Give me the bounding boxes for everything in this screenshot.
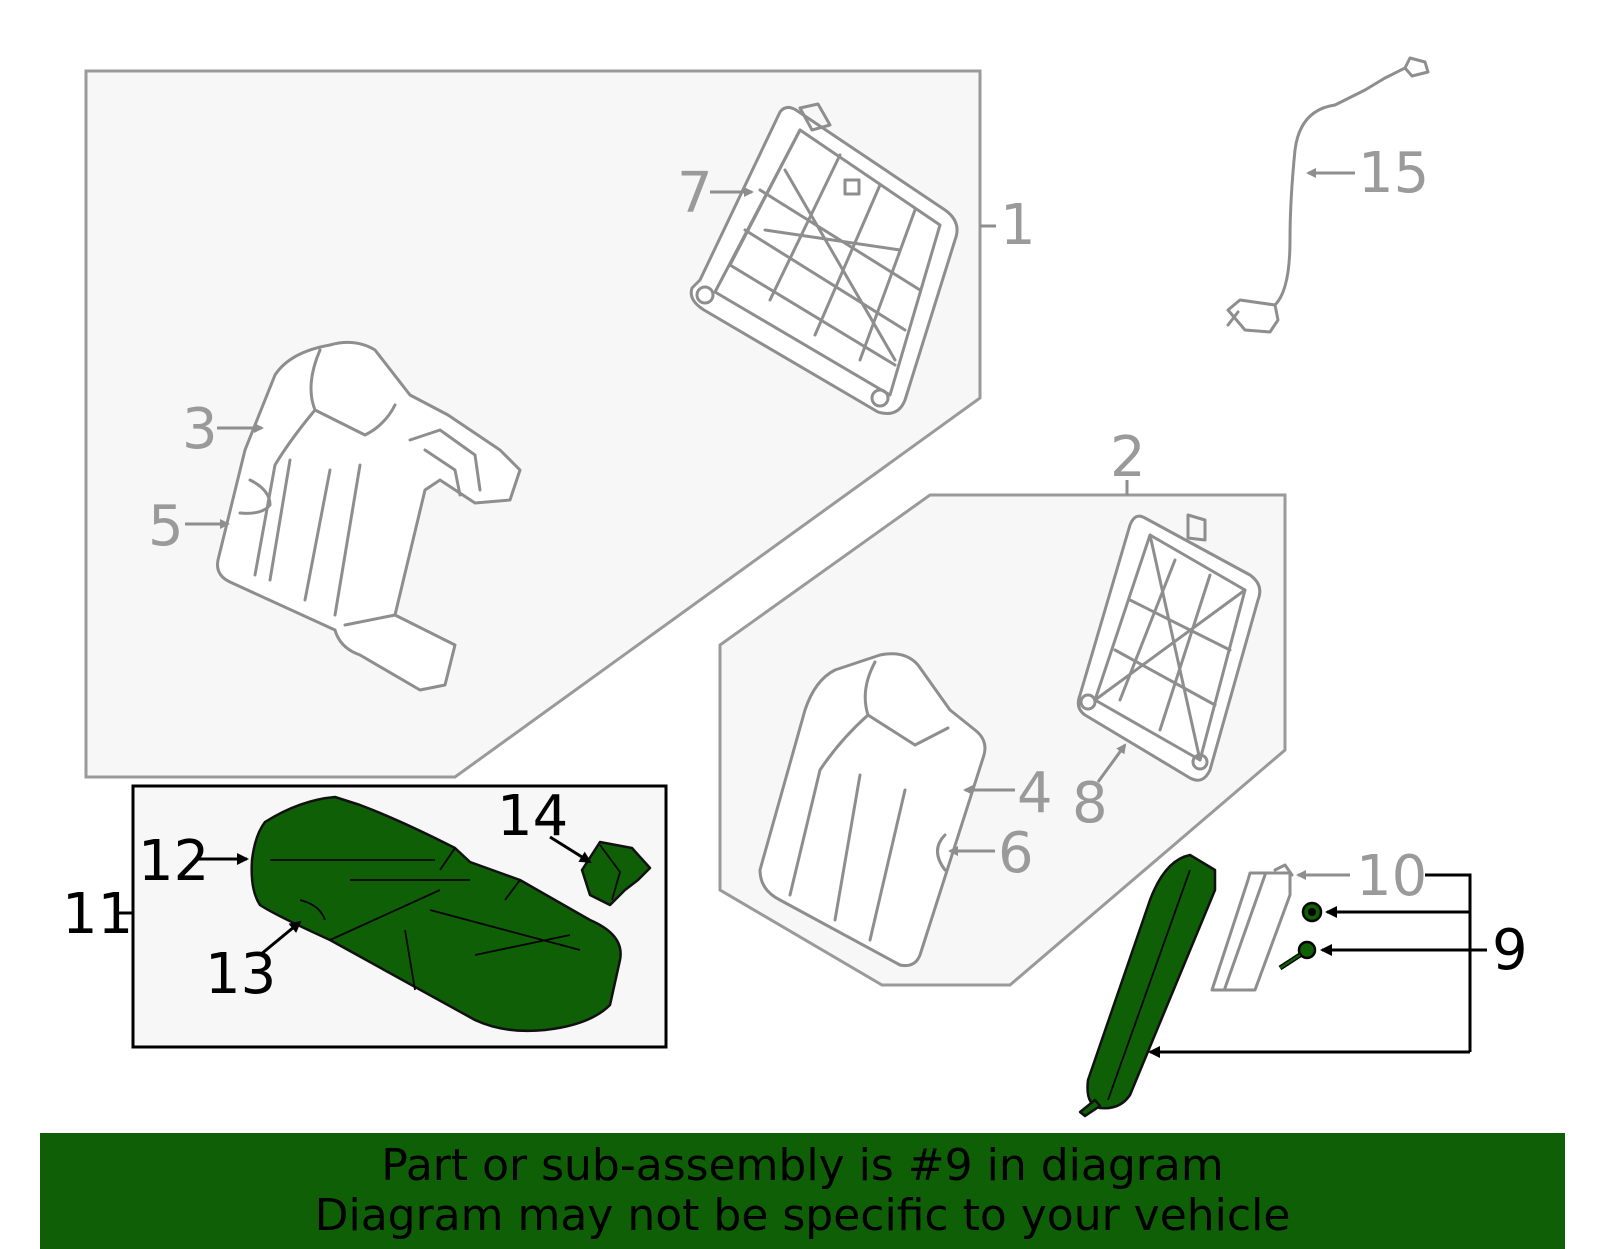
leader-9-bracket xyxy=(1425,873,1472,1052)
seatback-cushion-4 xyxy=(758,652,987,967)
seat-cushion-assembly-11 xyxy=(250,795,622,1033)
callout-15: 15 xyxy=(1358,141,1429,206)
seatback-cushion-3 xyxy=(216,340,522,692)
callout-7: 7 xyxy=(677,161,713,226)
seatback-frame-7 xyxy=(689,102,959,415)
bolt-fastener xyxy=(1278,940,1317,971)
seatback-frame-8 xyxy=(1076,513,1262,782)
callout-1: 1 xyxy=(1000,193,1036,258)
callout-11: 11 xyxy=(62,882,133,947)
leader-11 xyxy=(118,896,135,930)
callout-2: 2 xyxy=(1110,425,1146,490)
notice-banner: Part or sub-assembly is #9 in diagram Di… xyxy=(40,1133,1565,1249)
callout-9: 9 xyxy=(1492,918,1528,983)
side-bolster-9 xyxy=(1078,853,1217,1118)
leader-13 xyxy=(259,920,302,957)
banner-line-disclaimer: Diagram may not be specific to your vehi… xyxy=(314,1190,1291,1241)
banner-line-part: Part or sub-assembly is #9 in diagram xyxy=(381,1140,1224,1191)
trim-cap-14 xyxy=(580,840,652,907)
callout-5: 5 xyxy=(148,494,184,559)
callout-4: 4 xyxy=(1017,761,1053,826)
callout-6: 6 xyxy=(998,821,1034,886)
trim-panel-10 xyxy=(1210,863,1294,992)
leader-8 xyxy=(1096,743,1127,783)
callout-10: 10 xyxy=(1356,844,1427,909)
callout-8: 8 xyxy=(1072,771,1108,836)
callout-14: 14 xyxy=(497,784,568,849)
callout-12: 12 xyxy=(138,829,209,894)
callout-13: 13 xyxy=(205,942,276,1007)
leader-14 xyxy=(549,835,592,864)
wire-harness-15 xyxy=(1226,56,1430,334)
nut-fastener xyxy=(1301,901,1323,923)
callout-3: 3 xyxy=(182,397,218,462)
